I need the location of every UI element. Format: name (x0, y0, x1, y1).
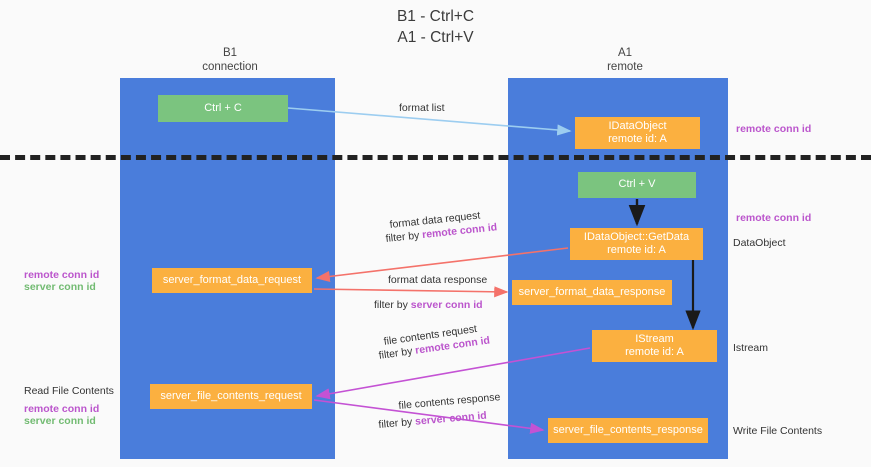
node-server-file-contents-request-label: server_file_contents_request (160, 389, 302, 402)
edge-label-file-contents-response-filter: filter by server conn id (378, 410, 487, 431)
node-idataobject-getdata[interactable]: IDataObject::GetData remote id: A (570, 228, 703, 260)
side-label-dataobject: DataObject (733, 237, 786, 249)
node-idataobject[interactable]: IDataObject remote id: A (575, 117, 700, 149)
node-istream-title: IStream (635, 332, 674, 345)
node-ctrl-v-label: Ctrl + V (618, 178, 656, 191)
node-server-file-contents-request[interactable]: server_file_contents_request (150, 384, 312, 409)
side-label-conn-ids-bottom: remote conn id server conn id (24, 403, 99, 427)
title-line-2: A1 - Ctrl+V (397, 29, 474, 46)
node-istream-subtitle: remote id: A (625, 346, 684, 358)
edge-label-format-list: format list (399, 102, 445, 114)
node-getdata-subtitle: remote id: A (607, 244, 666, 256)
node-server-format-data-request[interactable]: server_format_data_request (152, 268, 312, 293)
lane-header-a1: A1 remote (545, 46, 705, 74)
side-label-dataobject-text: DataObject (733, 237, 786, 249)
side-label-remote-conn-id-top: remote conn id (736, 123, 811, 135)
side-label-remote-conn-id-mid: remote conn id (736, 212, 811, 224)
node-server-file-contents-response-label: server_file_contents_response (553, 423, 703, 436)
edge-label-format-data-response: format data response (388, 274, 487, 286)
side-label-istream-text: Istream (733, 342, 769, 354)
node-server-file-contents-response[interactable]: server_file_contents_response (548, 418, 708, 443)
side-label-istream: Istream (733, 342, 768, 354)
side-label-remote-conn-id-left-mid: remote conn id (24, 269, 100, 281)
phase-divider (0, 155, 871, 160)
filter-key-server-conn-id: server conn id (414, 409, 488, 428)
lane-header-b1-role: connection (202, 61, 258, 73)
side-label-write-file-contents-text: Write File Contents (733, 425, 823, 437)
lane-header-a1-name: A1 (617, 47, 633, 59)
node-server-format-data-response-label: server_format_data_response (518, 285, 666, 298)
filter-prefix: filter by (378, 415, 416, 431)
edge-label-format-data-response-text: format data response (388, 274, 488, 286)
node-server-format-data-request-label: server_format_data_request (162, 273, 302, 286)
side-label-conn-ids-mid: remote conn id server conn id (24, 269, 99, 293)
node-ctrl-c[interactable]: Ctrl + C (158, 95, 288, 122)
lane-header-b1: B1 connection (150, 46, 310, 74)
node-idataobject-subtitle: remote id: A (608, 133, 667, 145)
side-label-remote-conn-id-mid-text: remote conn id (736, 212, 812, 224)
lane-header-a1-role: remote (607, 61, 643, 73)
filter-prefix: filter by (385, 229, 423, 245)
side-label-read-file-contents-text: Read File Contents (24, 385, 114, 397)
side-label-remote-conn-id-left-bottom: remote conn id (24, 403, 100, 415)
lane-header-b1-name: B1 (222, 47, 238, 59)
filter-key-server-conn-id: server conn id (410, 299, 483, 311)
node-server-format-data-response[interactable]: server_format_data_response (512, 280, 672, 305)
page-title: B1 - Ctrl+C A1 - Ctrl+V (0, 6, 871, 48)
side-label-remote-conn-id-top-text: remote conn id (736, 123, 812, 135)
side-label-server-conn-id-left-bottom: server conn id (24, 415, 96, 427)
node-idataobject-title: IDataObject (608, 119, 667, 132)
node-ctrl-c-label: Ctrl + C (204, 101, 242, 114)
node-getdata-title: IDataObject::GetData (583, 230, 690, 243)
side-label-write-file-contents: Write File Contents (733, 425, 822, 437)
filter-prefix: filter by (374, 299, 411, 311)
side-label-server-conn-id-left-mid: server conn id (24, 281, 96, 293)
side-label-read-file-contents: Read File Contents (24, 385, 114, 397)
edge-label-format-list-text: format list (399, 102, 445, 114)
node-ctrl-v[interactable]: Ctrl + V (578, 172, 696, 198)
edge-label-format-data-response-filter: filter by server conn id (374, 299, 483, 311)
node-istream[interactable]: IStream remote id: A (592, 330, 717, 362)
title-line-1: B1 - Ctrl+C (396, 8, 475, 25)
